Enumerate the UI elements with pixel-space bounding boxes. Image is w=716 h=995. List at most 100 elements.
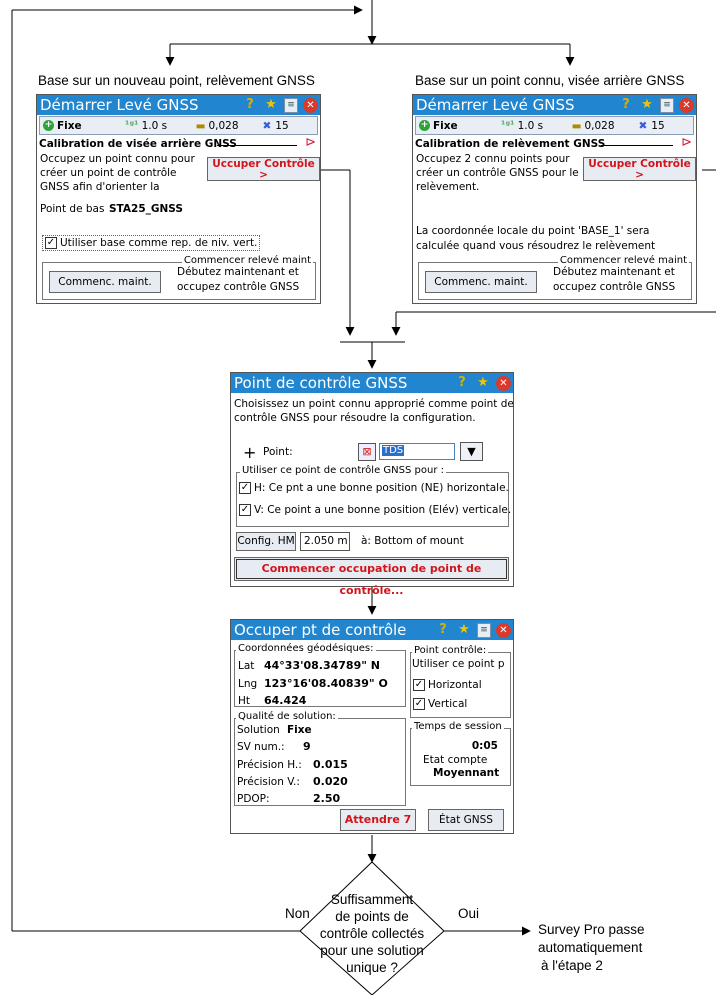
sv-value: 9 [303,740,311,753]
pdop-label: PDOP: [237,793,270,805]
satellite-icon: ✖ [638,119,648,132]
start-now-button[interactable]: Commenc. maint. [425,271,537,293]
antenna-icon: ¹ᵍ¹ [501,120,515,131]
hm-value-field[interactable]: 2.050 m [300,532,350,551]
window-title: Démarrer Levé GNSS [40,96,199,114]
ht-label: Ht [238,695,251,707]
close-icon[interactable]: ✕ [496,622,511,638]
horizontal-checkbox[interactable]: ✓H: Ce pnt a une bonne position (NE) hor… [239,482,509,494]
solution-quality-group: Qualité de solution: Solution Fixe SV nu… [234,711,406,806]
document-icon[interactable]: ≡ [477,622,491,638]
calibration-icon[interactable]: ⊳ [681,135,692,150]
left-branch-caption: Base sur un nouveau point, relèvement GN… [38,73,315,88]
checkbox-icon: ✓ [239,504,251,516]
occupy-control-label: Uccuper Contrôle [588,158,691,170]
base-point-value: STA25_GNSS [109,203,183,215]
point-label: Point: [263,446,293,458]
occupy-control-arrow: > [259,169,268,181]
close-icon[interactable]: ✕ [679,97,694,113]
window-title: Point de contrôle GNSS [234,374,408,392]
point-input[interactable]: TDS [379,443,455,460]
occupy-control-button[interactable]: Uccuper Contrôle > [583,157,696,181]
star-icon[interactable]: ★ [458,622,470,637]
decision-line: de points de [335,909,409,924]
window-title: Occuper pt de contrôle [234,621,407,639]
chevron-down-icon[interactable]: ▼ [460,442,483,461]
occupy-control-button[interactable]: Uccuper Contrôle > [207,157,320,181]
lng-value: 123°16'08.40839" O [264,677,388,690]
vertical-checkbox[interactable]: ✓Vertical [413,698,467,710]
right-branch-caption: Base sur un point connu, visée arrière G… [415,73,685,88]
hm-target: à: Bottom of mount [361,535,464,547]
help-icon[interactable]: ? [439,622,447,637]
description-line: contrôle GNSS pour résoudre la configura… [234,412,476,424]
calibration-icon[interactable]: ⊳ [305,135,316,150]
precision-icon: ▬ [571,119,582,132]
solution-value: Fixe [287,724,312,736]
window-title: Démarrer Levé GNSS [416,96,575,114]
help-icon[interactable]: ? [458,375,466,390]
close-icon[interactable]: ✕ [303,97,318,113]
decision-no-label: Non [285,906,310,921]
relocation-note: calculée quand vous résoudrez le relèvem… [416,240,656,252]
group-text: Débutez maintenant et [177,266,299,278]
outcome-line: automatiquement [538,940,643,955]
satellite-count: 15 [651,119,665,132]
use-control-point-group: Utiliser ce point de contrôle GNSS pour … [236,465,511,527]
horizontal-checkbox[interactable]: ✓Horizontal [413,679,482,691]
h-precision-value: 0.015 [313,758,348,771]
outcome-line: Survey Pro passe [538,922,645,937]
description-line: Occupez 2 connu points pour [416,153,570,165]
gnss-control-point-window: Point de contrôle GNSS ? ★ ✕ Choisissez … [230,372,514,597]
checkbox-label: V: Ce point a une bonne position (Elév) … [254,504,512,516]
session-time-value: 0:05 [471,740,498,752]
fix-status: Fixe [433,119,458,132]
map-select-icon[interactable]: ⊠ [358,443,376,461]
add-point-icon[interactable]: + [243,443,257,462]
star-icon[interactable]: ★ [265,97,277,112]
occupy-control-point-window: Occuper pt de contrôle ? ★ ≡ ✕ Coordonné… [230,619,514,834]
decision-line: pour une solution [320,943,424,958]
control-point-text: Utiliser ce point p [412,658,505,670]
occupy-control-arrow: > [635,169,644,181]
checkbox-label: Vertical [428,698,468,710]
group-label: Point contrôle: [412,645,489,656]
gnss-status-button[interactable]: État GNSS [428,809,504,831]
count-status-value: Moyennant [433,767,500,779]
decision-yes-label: Oui [458,906,480,921]
checkbox-label: Utiliser base comme rep. de niv. vert. [60,237,258,249]
group-text: Débutez maintenant et [553,266,675,278]
vertical-reference-checkbox[interactable]: ✓Utiliser base comme rep. de niv. vert. [42,235,261,251]
checkbox-icon: ✓ [413,698,425,710]
vertical-checkbox[interactable]: ✓V: Ce point a une bonne position (Elév)… [239,504,511,516]
help-icon[interactable]: ? [622,97,630,112]
precision-value: 0,028 [208,119,239,132]
fix-status-icon: + [43,120,54,131]
description-line: Occupez un point connu pour [40,153,195,165]
close-icon[interactable]: ✕ [496,375,511,391]
star-icon[interactable]: ★ [477,375,489,390]
start-now-button[interactable]: Commenc. maint. [49,271,161,293]
update-interval: 1.0 s [141,119,168,132]
document-icon[interactable]: ≡ [284,97,298,113]
solution-label: Solution [237,724,280,736]
group-label: Commencer relevé maint [181,255,313,266]
section-divider [601,145,673,146]
window-titlebar: Démarrer Levé GNSS ? ★ ≡ ✕ [37,95,320,115]
start-occupation-button[interactable]: Commencer occupation de point de contrôl… [234,557,509,597]
checkbox-icon: ✓ [45,237,57,249]
decision-line: contrôle collectés [319,926,425,941]
checkbox-label: Horizontal [428,679,482,691]
document-icon[interactable]: ≡ [660,97,674,113]
checkbox-icon: ✓ [239,482,251,494]
hm-config-button[interactable]: Config. HM [236,532,296,551]
gnss-status-bar[interactable]: + Fixe ¹ᵍ¹ 1.0 s ▬ 0,028 ✖ 15 [415,116,694,135]
wait-button[interactable]: Attendre 7 [340,809,416,831]
pdop-value: 2.50 [313,792,341,805]
star-icon[interactable]: ★ [641,97,653,112]
v-precision-value: 0.020 [313,775,348,788]
gnss-status-bar[interactable]: + Fixe ¹ᵍ¹ 1.0 s ▬ 0,028 ✖ 15 [39,116,318,135]
help-icon[interactable]: ? [246,97,254,112]
outcome-line: à l'étape 2 [541,958,603,973]
start-now-group: Commencer relevé maint Commenc. maint. D… [42,255,316,300]
